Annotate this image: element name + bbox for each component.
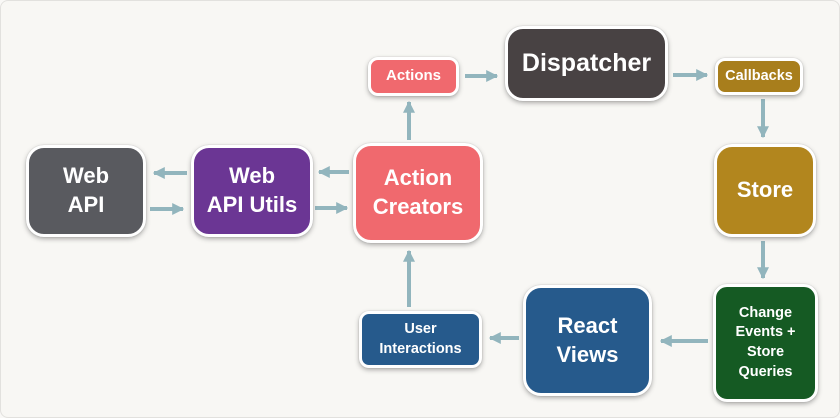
node-store-label: Store bbox=[736, 177, 794, 203]
node-change-events-store-queries-label: Change Events + Store Queries bbox=[735, 304, 796, 380]
node-dispatcher-label: Dispatcher bbox=[521, 49, 652, 78]
node-web-api-utils: Web API Utils bbox=[191, 145, 313, 237]
node-web-api-utils-label: Web API Utils bbox=[206, 163, 298, 217]
node-store: Store bbox=[714, 144, 816, 237]
node-callbacks: Callbacks bbox=[715, 58, 803, 95]
node-user-interactions-label: User Interactions bbox=[379, 320, 462, 357]
node-dispatcher: Dispatcher bbox=[505, 26, 668, 101]
node-web-api-label: Web API bbox=[62, 163, 110, 217]
node-action-creators-label: Action Creators bbox=[372, 165, 464, 219]
node-web-api: Web API bbox=[26, 145, 146, 237]
node-change-events-store-queries: Change Events + Store Queries bbox=[713, 284, 818, 402]
node-actions: Actions bbox=[368, 57, 459, 96]
node-react-views: React Views bbox=[523, 285, 652, 396]
node-actions-label: Actions bbox=[385, 67, 441, 85]
node-callbacks-label: Callbacks bbox=[725, 67, 793, 84]
node-action-creators: Action Creators bbox=[353, 143, 483, 243]
node-user-interactions: User Interactions bbox=[359, 311, 482, 368]
node-react-views-label: React Views bbox=[556, 312, 619, 367]
